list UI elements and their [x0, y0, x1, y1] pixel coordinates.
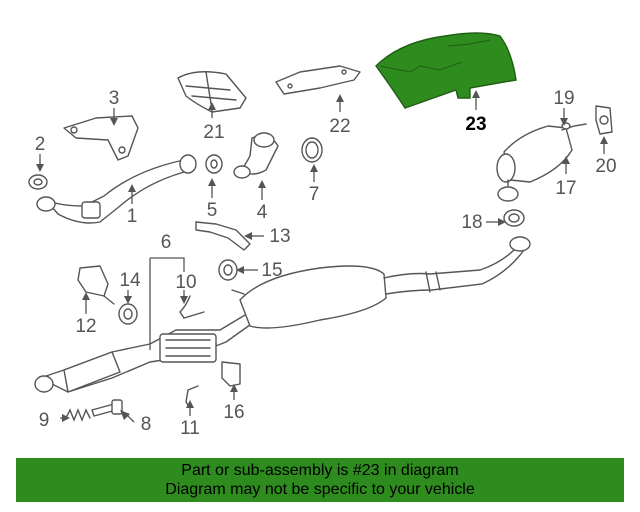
part-6-center-pipe: [35, 312, 254, 392]
callout-10[interactable]: 10: [175, 272, 196, 293]
callout-18[interactable]: 18: [461, 212, 482, 233]
callout-8[interactable]: 8: [141, 414, 152, 435]
part-14-insulator: [119, 304, 137, 324]
callout-22[interactable]: 22: [329, 116, 350, 137]
part-23-heat-shield[interactable]: [376, 33, 516, 108]
part-15-insulator: [219, 260, 237, 280]
part-8-bolt: [92, 400, 122, 416]
callout-11[interactable]: 11: [180, 418, 200, 439]
callout-2[interactable]: 2: [35, 134, 46, 155]
callout-7[interactable]: 7: [309, 184, 320, 205]
callout-9[interactable]: 9: [39, 410, 50, 431]
part-19-bracket: [562, 123, 586, 130]
callout-6[interactable]: 6: [161, 232, 172, 253]
callout-5[interactable]: 5: [207, 200, 218, 221]
callout-20[interactable]: 20: [595, 156, 616, 177]
part-22-heat-insulator: [276, 66, 360, 94]
notice-banner: Part or sub-assembly is #23 in diagram D…: [16, 458, 624, 502]
part-1-front-pipe: [37, 155, 196, 223]
callout-1[interactable]: 1: [127, 206, 138, 227]
callout-17[interactable]: 17: [555, 178, 576, 199]
part-18-insulator: [504, 210, 524, 226]
callout-4[interactable]: 4: [257, 202, 268, 223]
callout-14[interactable]: 14: [119, 270, 141, 291]
part-9-spring: [66, 410, 90, 420]
exhaust-system-diagram: 1 2 3 4 5 6 7 8 9 10 11 12 13 14 15 16 1…: [0, 0, 640, 450]
callout-12[interactable]: 12: [75, 316, 96, 337]
banner-line-2: Diagram may not be specific to your vehi…: [165, 480, 474, 499]
callout-3[interactable]: 3: [109, 88, 120, 109]
part-20-insulator: [596, 106, 612, 134]
part-4-flange-pipe: [234, 133, 278, 178]
callout-23[interactable]: 23: [465, 114, 486, 135]
part-2-gasket: [29, 175, 47, 189]
part-16-hanger: [222, 362, 240, 386]
part-7-gasket: [302, 138, 322, 162]
callout-13[interactable]: 13: [269, 226, 290, 247]
main-muffler: [232, 237, 530, 328]
part-3-bracket: [64, 116, 138, 160]
part-13-hanger: [196, 222, 250, 250]
part-5-gasket: [206, 155, 222, 173]
callout-15[interactable]: 15: [261, 260, 282, 281]
callout-16[interactable]: 16: [223, 402, 244, 423]
callout-19[interactable]: 19: [553, 88, 574, 109]
banner-line-1: Part or sub-assembly is #23 in diagram: [181, 461, 458, 480]
callout-21[interactable]: 21: [203, 122, 224, 143]
